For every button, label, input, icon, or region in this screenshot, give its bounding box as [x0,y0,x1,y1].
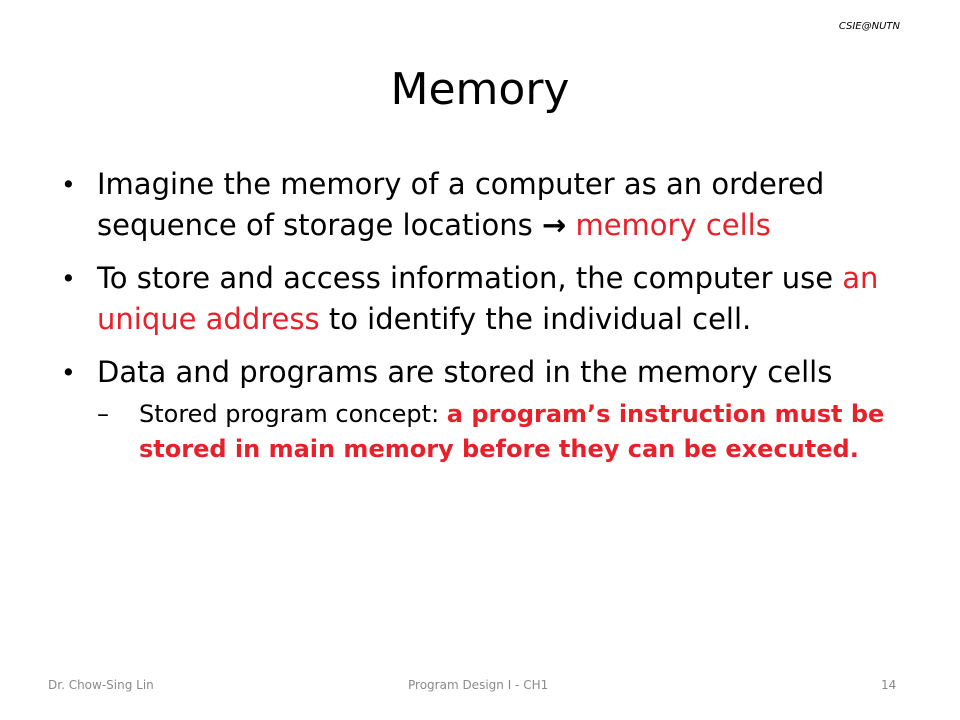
bullet-highlight: memory cells [566,208,771,242]
footer-page-number: 14 [881,678,897,692]
bullet-text: Imagine the memory of a computer as an o… [97,167,825,242]
bullet-dot-icon: • [61,264,76,293]
sub-bullet-text: Stored program concept: [139,400,447,428]
bullet-text: Data and programs are stored in the memo… [97,355,833,389]
slide-title: Memory [390,64,570,115]
slide-content: • Imagine the memory of a computer as an… [56,164,901,467]
bullet-item: • Data and programs are stored in the me… [56,352,901,393]
bullet-text: to identify the individual cell. [319,302,752,336]
bullet-item: • To store and access information, the c… [56,258,901,340]
bullet-dot-icon: • [61,358,76,387]
bullet-text: To store and access information, the com… [97,261,843,295]
sub-bullet-item: – Stored program concept: a program’s in… [97,397,901,467]
bullet-dot-icon: • [61,170,76,199]
header-tag: CSIE@NUTN [838,21,900,32]
bullet-highlight: an unique address [97,261,879,336]
right-arrow-icon: → [541,208,567,242]
sub-bullet-highlight: a program’s instruction must be stored i… [139,400,885,463]
footer-course: Program Design I - CH1 [408,678,549,692]
bullet-item: • Imagine the memory of a computer as an… [56,164,901,246]
dash-icon: – [97,400,109,428]
footer-author: Dr. Chow-Sing Lin [48,678,154,692]
